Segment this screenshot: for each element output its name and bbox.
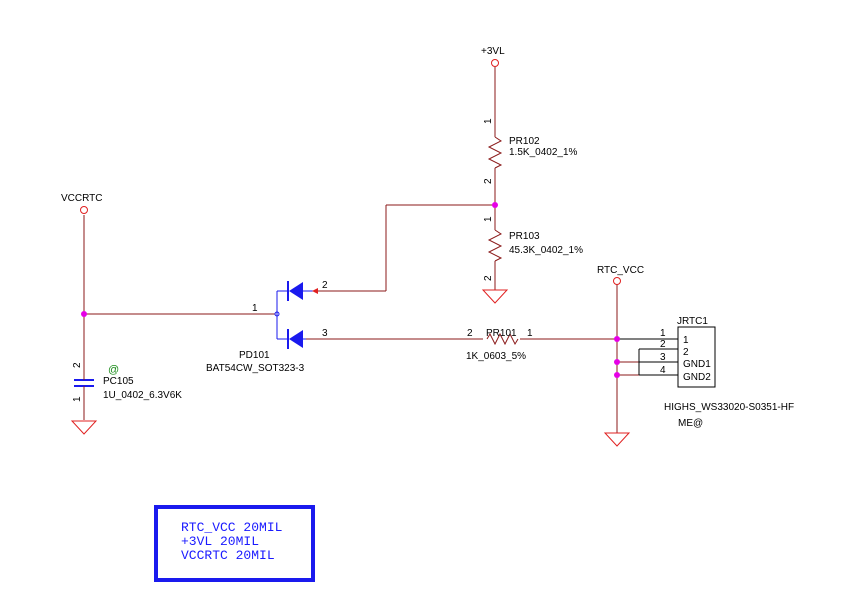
component-value: 1K_0603_5% bbox=[466, 351, 526, 362]
pin-name: 1 bbox=[683, 335, 689, 346]
pin-number: 4 bbox=[660, 365, 666, 376]
pin-number: 2 bbox=[322, 280, 328, 291]
pin-name: GND1 bbox=[683, 359, 711, 370]
pin-number: 2 bbox=[72, 362, 83, 368]
note-line: VCCRTC 20MIL bbox=[181, 548, 275, 563]
pin-number: 1 bbox=[660, 328, 666, 339]
component-value: 1U_0402_6.3V6K bbox=[103, 390, 182, 401]
note-border bbox=[154, 505, 315, 582]
resistor-pr103: 1 2 PR103 45.3K_0402_1% bbox=[483, 215, 583, 281]
net-port-circle bbox=[491, 59, 499, 67]
ground-icon bbox=[603, 432, 631, 447]
junction-dot bbox=[81, 311, 87, 317]
component-value: HIGHS_WS33020-S0351-HF bbox=[664, 402, 794, 413]
pin-number: 1 bbox=[483, 216, 494, 222]
connector-jrtc1: 1 2 3 4 1 2 GND1 GND2 JRTC1 HIGHS_WS3302… bbox=[617, 316, 794, 429]
ref-designator: PD101 bbox=[239, 350, 270, 361]
pin-number: 2 bbox=[660, 339, 666, 350]
pin-number: 1 bbox=[483, 118, 494, 124]
net-port-circle bbox=[80, 206, 88, 214]
resistor-zigzag bbox=[487, 136, 503, 169]
net-port-3vl: +3VL bbox=[481, 46, 505, 67]
pin-number: 2 bbox=[483, 178, 494, 184]
component-value: BAT54CW_SOT323-3 bbox=[206, 363, 305, 374]
pin-number: 1 bbox=[252, 303, 258, 314]
net-label-3vl: +3VL bbox=[481, 46, 505, 57]
pin-number: 1 bbox=[72, 396, 83, 402]
pin-number: 1 bbox=[527, 328, 533, 339]
resistor-pr101: 2 1 PR101 1K_0603_5% bbox=[466, 328, 533, 362]
ref-designator: PR101 bbox=[486, 328, 517, 339]
pin-number: 3 bbox=[322, 328, 328, 339]
net-port-circle bbox=[613, 277, 621, 285]
ground-icon bbox=[481, 289, 509, 304]
resistor-zigzag bbox=[486, 332, 519, 346]
pin-name: 2 bbox=[683, 347, 689, 358]
diode-triangle bbox=[289, 330, 303, 348]
net-label-vccrtc: VCCRTC bbox=[61, 193, 102, 204]
junctions bbox=[81, 202, 620, 378]
junction-dot bbox=[614, 336, 620, 342]
ref-designator: JRTC1 bbox=[677, 316, 708, 327]
net-port-rtc-vcc: RTC_VCC bbox=[597, 265, 644, 285]
junction-dot bbox=[492, 202, 498, 208]
ref-designator: PC105 bbox=[103, 376, 134, 387]
ref-designator: PR102 bbox=[509, 136, 540, 147]
ref-designator: PR103 bbox=[509, 231, 540, 242]
resistor-zigzag bbox=[487, 229, 503, 262]
routing-note: RTC_VCC 20MIL +3VL 20MIL VCCRTC 20MIL bbox=[154, 505, 315, 582]
ground-icon bbox=[70, 420, 98, 435]
resistor-pr102: 1 2 PR102 1.5K_0402_1% bbox=[483, 117, 578, 184]
pin-arrow bbox=[312, 288, 318, 294]
wires bbox=[83, 67, 639, 433]
diode-triangle bbox=[289, 282, 303, 300]
net-label-rtc-vcc: RTC_VCC bbox=[597, 265, 644, 276]
note-line: RTC_VCC 20MIL bbox=[181, 520, 282, 535]
assembly-mark: ME@ bbox=[678, 418, 703, 429]
component-value: 45.3K_0402_1% bbox=[509, 245, 583, 256]
capacitor-pc105: 2 1 @ PC105 1U_0402_6.3V6K bbox=[72, 362, 182, 402]
diode-pd101: 1 2 3 PD101 BAT54CW_SOT323-3 bbox=[206, 280, 328, 374]
connector-body bbox=[677, 326, 716, 388]
ground-symbols bbox=[70, 289, 631, 447]
pin-number: 2 bbox=[467, 328, 473, 339]
pin-number: 3 bbox=[660, 352, 666, 363]
junction-dot bbox=[614, 359, 620, 365]
junction-dot bbox=[614, 372, 620, 378]
note-line: +3VL 20MIL bbox=[181, 534, 259, 549]
pin-name: GND2 bbox=[683, 372, 711, 383]
net-port-vccrtc: VCCRTC bbox=[61, 193, 102, 214]
pin-number: 2 bbox=[483, 275, 494, 281]
assembly-mark: @ bbox=[108, 364, 119, 376]
component-value: 1.5K_0402_1% bbox=[509, 147, 578, 158]
